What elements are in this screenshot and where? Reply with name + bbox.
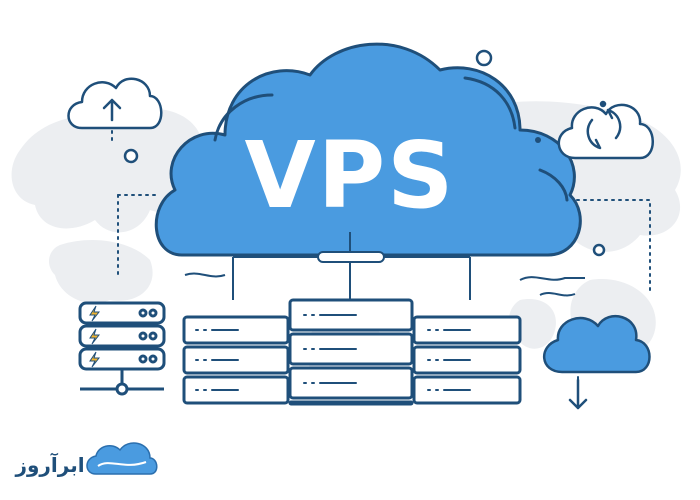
brand-logo-text: ابرآروز <box>14 452 84 477</box>
vps-headline: VPS <box>245 122 456 229</box>
network-bus <box>184 232 585 300</box>
server-unit <box>288 400 414 406</box>
vps-cloud: VPS <box>154 42 582 257</box>
cloud-upload-icon <box>67 77 163 164</box>
cloud-download-icon <box>542 315 651 410</box>
power-server-stack <box>78 301 166 396</box>
server-indicator-lines <box>195 314 471 391</box>
brand-logo: ابرآروز <box>14 442 158 477</box>
cloud-sync-icon <box>475 49 654 257</box>
lightning-icon <box>89 305 101 368</box>
brand-cloud-icon <box>86 442 158 475</box>
